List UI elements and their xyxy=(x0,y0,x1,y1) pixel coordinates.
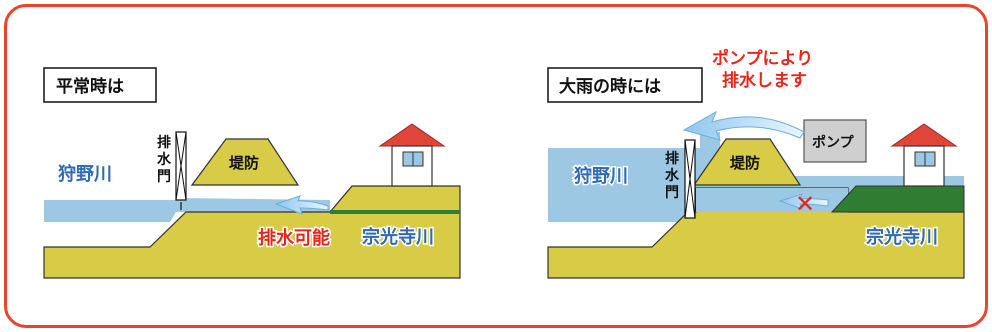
left-gate-char-1: 排 xyxy=(157,134,171,151)
left-title-box xyxy=(43,67,157,103)
left-ground xyxy=(43,185,461,279)
blocked-flow-arrow-icon xyxy=(778,193,829,210)
right-house-icon xyxy=(890,123,958,187)
left-panel: 平常時は 堤防 排 水 門 狩野川 宗 xyxy=(43,67,461,279)
right-river-main-label: 狩野川 xyxy=(574,165,628,187)
left-river-main-label: 狩野川 xyxy=(58,163,112,185)
outer-frame xyxy=(4,4,988,328)
right-sluice-gate-icon xyxy=(684,139,696,219)
left-sluice-gate-icon xyxy=(175,131,187,210)
left-gate-char-2: 水 xyxy=(157,151,172,168)
right-title-box xyxy=(547,67,703,103)
right-title: 大雨の時には xyxy=(559,76,661,97)
right-water-mid xyxy=(696,188,848,212)
left-levee-label: 堤防 xyxy=(229,154,259,172)
left-levee xyxy=(190,138,300,186)
right-panel: 大雨の時には ポンプにより 排水します 堤防 排 水 門 ポンプ ✕ xyxy=(547,48,965,279)
left-drain-label: 排水可能 xyxy=(258,227,330,249)
right-levee-label: 堤防 xyxy=(730,154,760,172)
left-flow-arrow-icon xyxy=(274,195,329,215)
right-levee xyxy=(692,138,802,186)
right-gate-char-1: 排 xyxy=(665,150,679,167)
left-gate-char-3: 門 xyxy=(157,169,171,185)
right-gate-char-2: 水 xyxy=(665,167,680,184)
pump-box xyxy=(803,119,867,163)
left-house-icon xyxy=(378,123,446,187)
pump-label: ポンプ xyxy=(812,134,855,151)
left-river-branch-label: 宗光寺川 xyxy=(362,226,434,248)
cross-mark-icon: ✕ xyxy=(795,190,815,218)
pump-note-line2: 排水します xyxy=(722,70,807,91)
left-title: 平常時は xyxy=(56,76,124,97)
right-gate-char-3: 門 xyxy=(665,185,679,201)
right-grass xyxy=(830,185,965,213)
pump-note-line1: ポンプにより xyxy=(712,48,813,69)
pump-flow-arrow-icon xyxy=(682,110,805,141)
right-river-branch-label: 宗光寺川 xyxy=(866,226,938,248)
